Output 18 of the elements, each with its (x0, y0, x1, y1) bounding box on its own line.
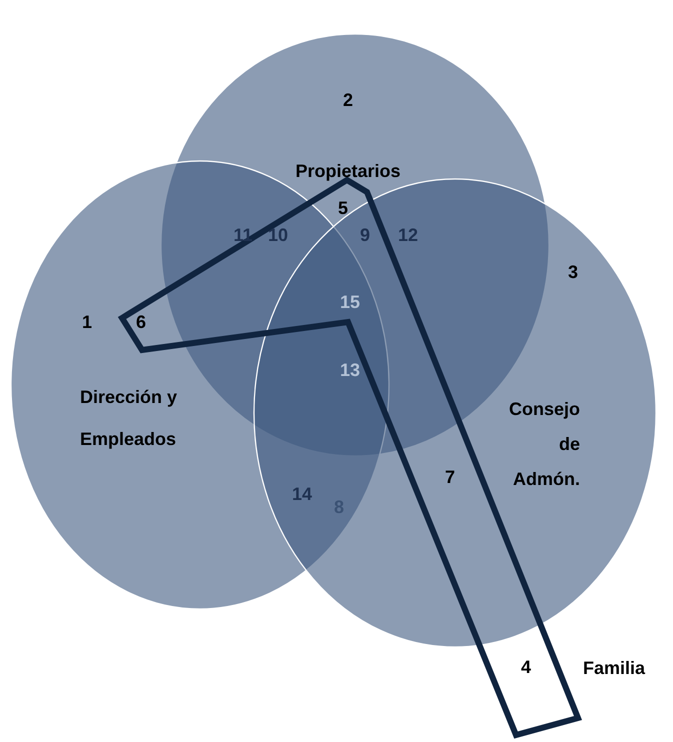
region-number: 14 (292, 485, 312, 503)
set-label: Dirección y Empleados (80, 386, 178, 451)
region-number: 12 (398, 226, 418, 244)
region-number: 10 (268, 226, 288, 244)
region-number: 3 (568, 263, 578, 281)
region-number: 13 (340, 361, 360, 379)
region-number: 9 (360, 226, 370, 244)
region-number: 7 (445, 468, 455, 486)
set-label: Propietarios (294, 161, 402, 181)
region-number: 1 (82, 313, 92, 331)
region-number: 15 (340, 293, 360, 311)
region-number: 11 (233, 226, 253, 244)
region-number: 6 (136, 313, 146, 331)
set-label: Consejo de Admón. (508, 398, 580, 491)
region-number: 5 (338, 199, 348, 217)
region-number: 2 (343, 91, 353, 109)
set-label: Familia (583, 658, 646, 678)
region-number: 4 (521, 658, 531, 676)
